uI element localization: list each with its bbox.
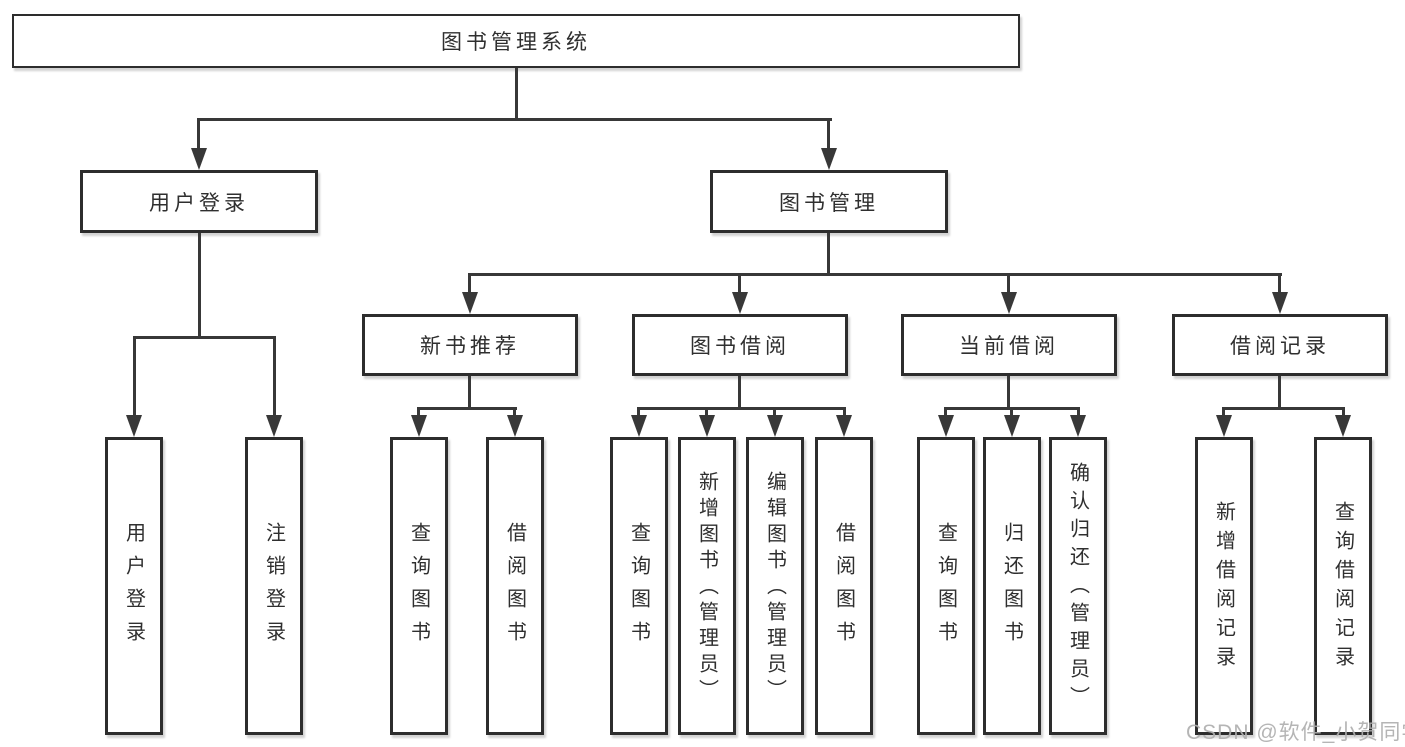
- connector-newbook-stem: [468, 376, 471, 409]
- connector-drop-book-borrow: [738, 273, 741, 296]
- node-user-login: 用户登录: [80, 170, 318, 233]
- arrowhead-br-query: [1335, 415, 1351, 437]
- connector-bookmgmt-hline: [468, 273, 1282, 276]
- arrowhead-br-add: [1216, 415, 1232, 437]
- arrowhead-bb-query: [631, 415, 647, 437]
- connector-drop-leaf-logout: [273, 336, 276, 417]
- connector-drop-newbook-query: [417, 407, 420, 419]
- connector-drop-newbook-borrow: [513, 407, 516, 419]
- arrowhead-cb-query: [938, 415, 954, 437]
- connector-drop-cb-return: [1010, 407, 1013, 419]
- connector-drop-bb-query: [637, 407, 640, 419]
- arrowhead-newbook-query: [411, 415, 427, 437]
- connector-drop-bb-add: [705, 407, 708, 419]
- arrowhead-current-borrow: [1001, 292, 1017, 314]
- connector-userlogin-stem: [198, 233, 201, 338]
- connector-drop-cb-confirm: [1077, 407, 1080, 419]
- leaf-cb-return-books: 归还图书: [983, 437, 1041, 735]
- connector-userlogin-hline: [133, 336, 276, 339]
- connector-drop-bb-edit: [773, 407, 776, 419]
- leaf-bb-edit-books-admin: 编辑图书（管理员）: [746, 437, 804, 735]
- leaf-bb-query-books: 查询图书: [610, 437, 668, 735]
- connector-drop-current-borrow: [1007, 273, 1010, 296]
- node-library-management-system: 图书管理系统: [12, 14, 1020, 68]
- leaf-cb-confirm-return-admin: 确认归还（管理员）: [1049, 437, 1107, 735]
- node-new-book-recommend: 新书推荐: [362, 314, 578, 376]
- leaf-br-query-record: 查询借阅记录: [1314, 437, 1372, 735]
- arrowhead-cb-return: [1004, 415, 1020, 437]
- leaf-newrec-borrow-books: 借阅图书: [486, 437, 544, 735]
- node-book-borrow: 图书借阅: [632, 314, 848, 376]
- arrowhead-bb-edit: [767, 415, 783, 437]
- node-book-management: 图书管理: [710, 170, 948, 233]
- arrowhead-bb-borrow: [836, 415, 852, 437]
- connector-drop-leaf-user-login: [133, 336, 136, 417]
- connector-drop-cb-query: [944, 407, 947, 419]
- leaf-bb-add-books-admin: 新增图书（管理员）: [678, 437, 736, 735]
- leaf-bb-borrow-books: 借阅图书: [815, 437, 873, 735]
- csdn-watermark: CSDN @软件_小贺同学: [1186, 721, 1405, 744]
- arrowhead-user-login: [191, 148, 207, 170]
- leaf-logout-login: 注销登录: [245, 437, 303, 735]
- connector-drop-bb-borrow: [843, 407, 846, 419]
- arrowhead-bb-add: [699, 415, 715, 437]
- arrowhead-newbook-borrow: [507, 415, 523, 437]
- arrowhead-book-borrow: [732, 292, 748, 314]
- connector-drop-borrow-records: [1278, 273, 1281, 296]
- connector-bookmgmt-stem: [827, 233, 830, 275]
- connector-borrowrecords-stem: [1278, 376, 1281, 409]
- arrowhead-leaf-user-login: [126, 415, 142, 437]
- arrowhead-borrow-records: [1272, 292, 1288, 314]
- connector-root-hline: [197, 118, 832, 121]
- arrowhead-new-book: [462, 292, 478, 314]
- connector-bookborrow-stem: [738, 376, 741, 409]
- arrowhead-leaf-logout: [266, 415, 282, 437]
- arrowhead-cb-confirm: [1070, 415, 1086, 437]
- connector-newbook-hline: [417, 407, 517, 410]
- leaf-newrec-query-books: 查询图书: [390, 437, 448, 735]
- connector-drop-br-query: [1342, 407, 1345, 419]
- arrowhead-book-management: [821, 148, 837, 170]
- connector-drop-new-book: [468, 273, 471, 296]
- connector-drop-user-login: [197, 118, 200, 150]
- node-current-borrow: 当前借阅: [901, 314, 1117, 376]
- leaf-br-add-record: 新增借阅记录: [1195, 437, 1253, 735]
- leaf-cb-query-books: 查询图书: [917, 437, 975, 735]
- connector-drop-br-add: [1222, 407, 1225, 419]
- connector-bookborrow-hline: [637, 407, 846, 410]
- connector-root-stem: [515, 68, 518, 120]
- connector-borrowrecords-hline: [1222, 407, 1345, 410]
- node-borrow-records: 借阅记录: [1172, 314, 1388, 376]
- connector-currentborrow-stem: [1007, 376, 1010, 409]
- connector-drop-book-management: [827, 118, 830, 150]
- leaf-user-login: 用户登录: [105, 437, 163, 735]
